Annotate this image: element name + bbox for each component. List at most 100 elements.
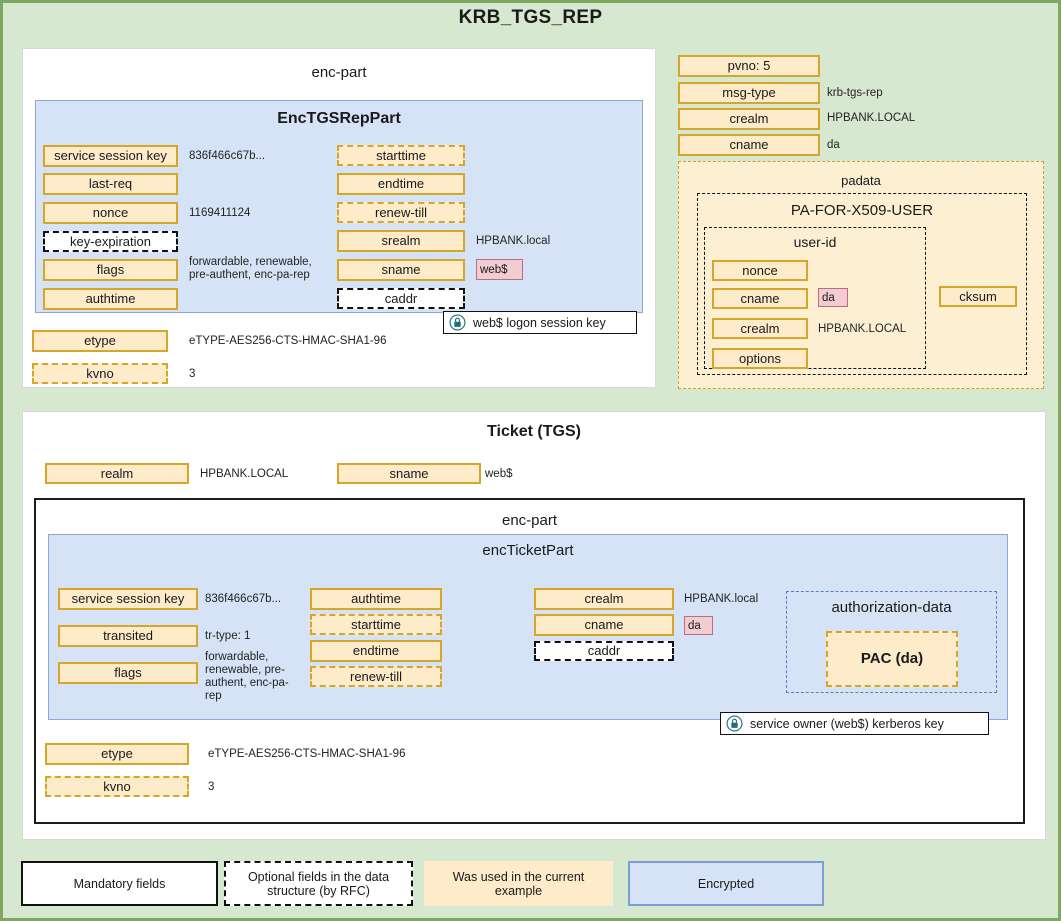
value-etype-top: eTYPE-AES256-CTS-HMAC-SHA1-96 [189,335,387,347]
field-label: last-req [88,176,133,192]
key-badge-service-owner: service owner (web$) kerberos key [720,712,989,735]
enc-part-label: enc-part [311,64,367,81]
field-label: caddr [384,290,418,306]
field-ticket-authtime[interactable]: authtime [310,588,442,610]
field-label: cname [729,137,769,153]
field-label: kvno [86,365,114,381]
field-label: nonce [742,262,778,278]
field-ticket-cname[interactable]: cname [534,614,674,636]
value-ticket-sname: web$ [485,468,513,480]
field-kvno-top[interactable]: kvno [32,363,168,384]
value-crealm-header: HPBANK.LOCAL [827,112,916,124]
field-label: key-expiration [70,233,151,249]
authorization-data-box: authorization-data [786,591,997,693]
value-sname-highlight: web$ [476,259,523,280]
legend-optional: Optional fields in the data structure (b… [224,861,413,906]
value-padata-crealm: HPBANK.LOCAL [818,323,907,335]
field-label: crealm [584,591,624,607]
field-label: transited [103,628,153,644]
authorization-data-label: authorization-data [831,599,952,616]
lock-icon [449,314,466,331]
value-ticket-service-session-key: 836f466c67b... [205,593,282,605]
field-authtime[interactable]: authtime [43,288,178,310]
field-etype-ticket[interactable]: etype [45,743,189,765]
field-starttime[interactable]: starttime [337,145,465,166]
enc-ticket-part-box: encTicketPart [48,534,1008,720]
field-label: renew-till [349,668,402,684]
key-badge-label: web$ logon session key [473,315,606,330]
field-label: sname [389,465,429,481]
field-pvno[interactable]: pvno: 5 [678,55,820,77]
field-padata-options[interactable]: options [712,348,808,369]
field-caddr[interactable]: caddr [337,288,465,309]
field-ticket-crealm[interactable]: crealm [534,588,674,610]
ticket-enc-part-label: enc-part [501,512,558,529]
field-srealm[interactable]: srealm [337,230,465,252]
field-ticket-sname[interactable]: sname [337,463,481,484]
field-label: pvno: 5 [727,58,771,74]
field-ticket-realm[interactable]: realm [45,463,189,484]
field-label: starttime [376,147,426,163]
field-nonce[interactable]: nonce [43,202,178,224]
legend-mandatory: Mandatory fields [21,861,218,906]
legend-label: Encrypted [697,876,755,891]
field-label: endtime [377,176,425,192]
field-ticket-renew-till[interactable]: renew-till [310,666,442,687]
field-label: kvno [103,778,131,794]
pac-box[interactable]: PAC (da) [826,631,958,687]
field-ticket-flags[interactable]: flags [58,662,198,684]
field-label: nonce [92,205,129,221]
value-ticket-crealm: HPBANK.local [684,593,759,605]
key-badge-label: service owner (web$) kerberos key [750,716,944,731]
field-label: msg-type [722,85,776,101]
value-msg-type: krb-tgs-rep [827,87,883,99]
field-last-req[interactable]: last-req [43,173,178,195]
field-cname-header[interactable]: cname [678,134,820,156]
field-renew-till[interactable]: renew-till [337,202,465,223]
value-padata-cname-highlight: da [818,288,848,307]
field-etype-top[interactable]: etype [32,330,168,352]
field-label: etype [84,333,116,349]
field-sname[interactable]: sname [337,259,465,281]
field-msg-type[interactable]: msg-type [678,82,820,104]
field-ticket-service-session-key[interactable]: service session key [58,588,198,610]
field-label: caddr [587,643,621,659]
field-label: crealm [729,111,769,127]
field-kvno-ticket[interactable]: kvno [45,776,189,797]
legend-label: Mandatory fields [73,876,166,891]
value-kvno-top: 3 [189,368,196,380]
field-label: starttime [351,616,401,632]
field-label: authtime [85,291,136,307]
key-badge-logon-session: web$ logon session key [443,311,637,334]
value-srealm: HPBANK.local [476,235,551,247]
field-ticket-endtime[interactable]: endtime [310,640,442,662]
value-etype-ticket: eTYPE-AES256-CTS-HMAC-SHA1-96 [208,748,406,760]
field-ticket-starttime[interactable]: starttime [310,614,442,635]
field-service-session-key[interactable]: service session key [43,145,178,167]
field-label: sname [381,262,421,278]
field-label: options [739,350,781,366]
legend-label: Optional fields in the data structure (b… [247,869,390,898]
field-transited[interactable]: transited [58,625,198,647]
field-label: srealm [381,233,421,249]
value-service-session-key: 836f466c67b... [189,150,266,162]
field-label: realm [100,465,134,481]
field-ticket-caddr[interactable]: caddr [534,641,674,661]
pa-for-x509-user-box: PA-FOR-X509-USER [697,193,1027,375]
field-label: renew-till [374,204,427,220]
enc-ticket-part-label: encTicketPart [482,542,574,559]
value-ticket-flags: forwardable, renewable, pre-authent, enc… [205,651,289,702]
field-crealm-header[interactable]: crealm [678,108,820,130]
field-label: flags [114,665,142,681]
field-padata-cname[interactable]: cname [712,288,808,309]
field-padata-crealm[interactable]: crealm [712,318,808,339]
field-cksum[interactable]: cksum [939,286,1017,307]
pac-label: PAC (da) [860,650,924,668]
field-label: crealm [740,320,780,336]
field-padata-nonce[interactable]: nonce [712,260,808,281]
field-key-expiration[interactable]: key-expiration [43,231,178,252]
value-transited: tr-type: 1 [205,630,251,642]
field-endtime[interactable]: endtime [337,173,465,195]
field-flags[interactable]: flags [43,259,178,281]
value-nonce: 1169411124 [189,207,251,219]
